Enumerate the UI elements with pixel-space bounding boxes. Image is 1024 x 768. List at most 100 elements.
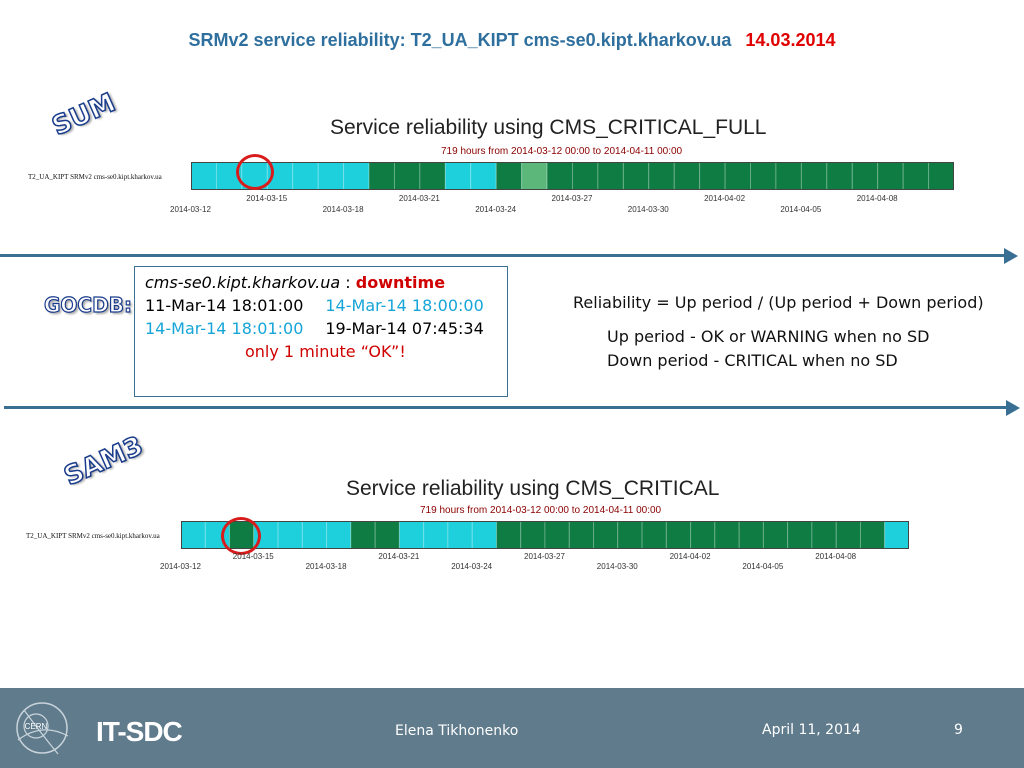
cern-logo-icon: CERN — [16, 702, 69, 755]
day-cell-light — [521, 161, 548, 191]
day-cell-dark — [826, 161, 853, 191]
chart2-subtitle: 719 hours from 2014-03-12 00:00 to 2014-… — [420, 505, 662, 516]
cern-logo-text: CERN — [25, 722, 48, 731]
axis-tick-label: 2014-04-08 — [815, 552, 857, 561]
downtime-sep: : — [340, 273, 356, 292]
it-sdc-label: IT-SDC — [96, 716, 183, 747]
axis-tick-label: 2014-04-02 — [669, 552, 711, 561]
reliability-up: Up period - OK or WARNING when no SD — [607, 327, 930, 346]
axis-tick-label: 2014-03-12 — [160, 562, 201, 571]
day-cell-cyan — [471, 520, 497, 550]
day-cell-dark — [572, 161, 599, 191]
downtime-row1-end: 14-Mar-14 18:00:00 — [325, 296, 484, 315]
axis-tick-label: 2014-04-08 — [856, 194, 898, 203]
day-cell-dark — [350, 520, 376, 550]
day-cell-dark — [393, 161, 421, 191]
axis-tick-label: 2014-03-15 — [246, 194, 288, 203]
day-cell-dark — [520, 520, 546, 550]
day-cell-dark — [714, 520, 740, 550]
day-cell-cyan — [884, 520, 910, 550]
reliability-formula: Reliability = Up period / (Up period + D… — [573, 293, 984, 312]
chart1-title: Service reliability using CMS_CRITICAL_F… — [330, 116, 767, 139]
day-cell-cyan — [190, 161, 217, 191]
day-cell-dark — [750, 161, 777, 191]
chart1-subtitle: 719 hours from 2014-03-12 00:00 to 2014-… — [441, 146, 683, 157]
downtime-word: downtime — [355, 273, 446, 292]
day-cell-dark — [495, 161, 523, 191]
chart1-status-bar — [190, 161, 955, 191]
chart1-marker-circle — [236, 154, 274, 190]
downtime-row1-start: 11-Mar-14 18:01:00 — [145, 296, 304, 315]
day-cell-cyan — [317, 161, 345, 191]
day-cell-cyan — [326, 520, 352, 550]
divider-line-top — [0, 254, 1006, 257]
axis-tick-label: 2014-04-05 — [780, 205, 822, 214]
day-cell-dark — [593, 520, 619, 550]
sam3-label: SAM3 — [59, 430, 148, 493]
downtime-row-2: 14-Mar-14 18:01:00 19-Mar-14 07:45:34 — [145, 319, 497, 342]
footer-date: April 11, 2014 — [762, 722, 861, 738]
downtime-note: only 1 minute “OK”! — [245, 342, 406, 361]
axis-tick-label: 2014-03-24 — [451, 562, 493, 571]
gocdb-label: GOCDB: — [43, 292, 132, 317]
day-cell-dark — [787, 520, 813, 550]
status-bar-border — [191, 162, 954, 190]
day-cell-dark — [495, 520, 522, 550]
day-cell-dark — [368, 161, 395, 191]
reliability-down: Down period - CRITICAL when no SD — [607, 351, 898, 370]
day-cell-cyan — [301, 520, 328, 550]
axis-tick-label: 2014-03-24 — [475, 205, 517, 214]
axis-tick-label: 2014-03-27 — [551, 194, 593, 203]
axis-tick-label: 2014-03-18 — [322, 205, 364, 214]
day-cell-dark — [762, 520, 789, 550]
day-cell-dark — [622, 161, 650, 191]
day-cell-cyan — [180, 520, 206, 550]
day-cell-dark — [859, 520, 886, 550]
downtime-header: cms-se0.kipt.kharkov.ua : downtime — [145, 273, 497, 296]
day-cell-dark — [775, 161, 802, 191]
downtime-row2-end: 19-Mar-14 07:45:34 — [325, 319, 484, 338]
day-cell-cyan — [398, 520, 425, 550]
downtime-row-1: 11-Mar-14 18:01:00 14-Mar-14 18:00:00 — [145, 296, 497, 319]
footer-page: 9 — [954, 722, 963, 738]
day-cell-dark — [419, 161, 446, 191]
chart2-marker-circle — [221, 517, 261, 555]
day-cell-cyan — [277, 520, 303, 550]
day-cell-dark — [544, 520, 570, 550]
footer: CERN IT-SDC Elena Tikhonenko April 11, 2… — [0, 688, 1024, 768]
day-cell-dark — [724, 161, 752, 191]
day-cell-dark — [374, 520, 400, 550]
arrow-right-icon — [1006, 400, 1020, 416]
axis-tick-label: 2014-03-21 — [378, 552, 420, 561]
day-cell-dark — [641, 520, 667, 550]
title-date: 14.03.2014 — [745, 30, 836, 50]
downtime-host: cms-se0.kipt.kharkov.ua — [145, 273, 341, 292]
day-cell-dark — [835, 520, 861, 550]
day-cell-dark — [673, 161, 701, 191]
axis-tick-label: 2014-03-27 — [524, 552, 565, 561]
day-cell-dark — [617, 520, 643, 550]
footer-author: Elena Tikhonenko — [395, 723, 519, 739]
day-cell-cyan — [292, 161, 319, 191]
day-cell-dark — [699, 161, 726, 191]
divider-line-bottom — [4, 406, 1008, 409]
arrow-right-icon — [1004, 248, 1018, 264]
axis-tick-label: 2014-03-15 — [232, 552, 274, 561]
sum-label: SUM — [47, 87, 121, 143]
chart2-status-bar — [180, 520, 910, 550]
downtime-row2-start: 14-Mar-14 18:01:00 — [145, 319, 304, 338]
day-cell-dark — [877, 161, 904, 191]
day-cell-dark — [928, 161, 955, 191]
status-bar-svg — [180, 520, 910, 550]
chart2-title: Service reliability using CMS_CRITICAL — [346, 477, 720, 500]
day-cell-dark — [690, 520, 716, 550]
day-cell-cyan — [447, 520, 473, 550]
axis-tick-label: 2014-04-02 — [704, 194, 746, 203]
day-cell-dark — [648, 161, 675, 191]
status-bar-border — [181, 521, 909, 549]
day-cell-dark — [546, 161, 574, 191]
downtime-box: cms-se0.kipt.kharkov.ua : downtime 11-Ma… — [134, 266, 508, 397]
day-cell-cyan — [470, 161, 497, 191]
day-cell-cyan — [343, 161, 370, 191]
day-cell-dark — [811, 520, 837, 550]
